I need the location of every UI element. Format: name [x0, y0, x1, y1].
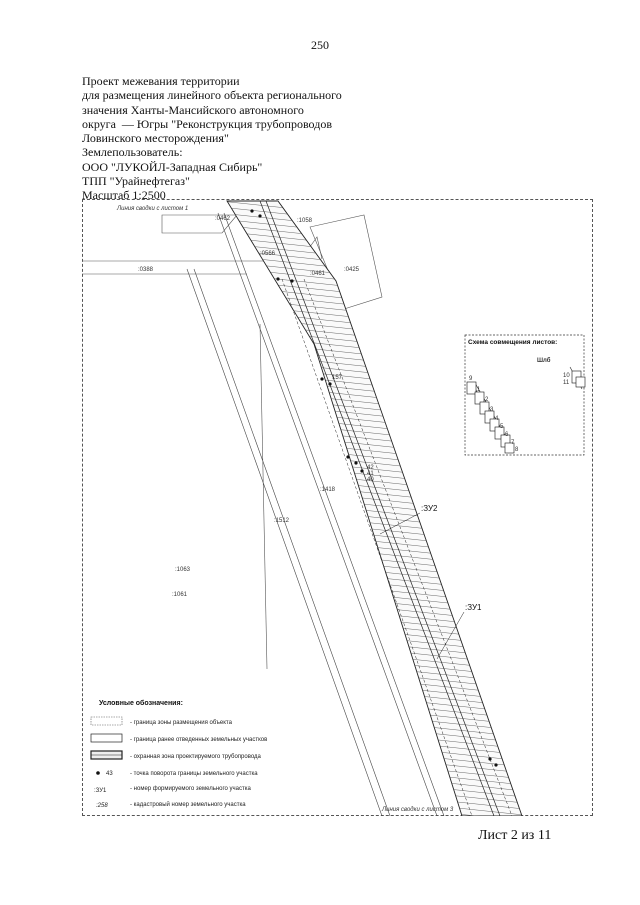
- zu-label: :ЗУ1: [465, 603, 482, 612]
- svg-text:- граница зоны размещения объе: - граница зоны размещения объекта: [130, 720, 233, 726]
- inset-sheet-number: 4: [495, 416, 499, 422]
- inset-sheet-number: 8: [515, 447, 519, 453]
- svg-text:- граница ранее отведенных зем: - граница ранее отведенных земельных уча…: [130, 737, 267, 743]
- point-label: 42: [367, 465, 374, 471]
- legend-item: - охранная зона проектируемого трубопров…: [90, 750, 262, 760]
- parcel-label: :1418: [320, 487, 336, 493]
- inset-sheet-number: 3: [490, 407, 494, 413]
- inset-sheet-number: 5: [500, 424, 504, 430]
- parcel-label: :0566: [260, 251, 276, 257]
- header-line: ООО "ЛУКОЙЛ-Западная Сибирь": [82, 159, 263, 174]
- svg-text:- номер формируемого земельног: - номер формируемого земельного участка: [130, 786, 252, 792]
- map-frame: [82, 199, 593, 816]
- parcel-label: :0462: [215, 216, 231, 222]
- parcel-outlines: [82, 200, 383, 670]
- road-lines: [186, 212, 445, 816]
- survey-map: Линия сводки с листом 1 Линия сводки с л…: [82, 200, 586, 816]
- pipeline-protection-zone: [226, 200, 523, 816]
- parcel-label: :1063: [175, 567, 191, 573]
- point-label: 40: [367, 477, 374, 483]
- svg-text:- охранная зона проектируемого: - охранная зона проектируемого трубопров…: [130, 754, 262, 760]
- legend-item: 43 - точка поворота границы земельного у…: [96, 771, 258, 777]
- legend-item: :ЗУ1 - номер формируемого земельного уча…: [94, 786, 252, 794]
- svg-text:43: 43: [106, 771, 113, 777]
- inset-sheet-number: 11: [563, 380, 570, 386]
- zu-label: :ЗУ2: [421, 504, 438, 513]
- point-marker-icon: [96, 771, 100, 775]
- legend-item: - граница зоны размещения объекта: [90, 716, 233, 726]
- header-line: Ловинского месторождения": [82, 131, 229, 146]
- inset-sheet-number: 9: [469, 376, 473, 382]
- top-link-label: Линия сводки с листом 1: [116, 206, 188, 212]
- parcel-label: :0388: [138, 267, 154, 273]
- header-line: ТПП "Урайнефтегаз": [82, 174, 190, 189]
- svg-text::258: :258: [96, 803, 108, 809]
- svg-text:- точка поворота границы земел: - точка поворота границы земельного учас…: [130, 771, 258, 777]
- point-label: 41: [367, 471, 374, 477]
- turning-points: [250, 209, 498, 767]
- parcel-label: :1058: [297, 218, 313, 224]
- point-label: 157: [332, 375, 343, 381]
- header-line: для размещения линейного объекта региона…: [82, 88, 342, 103]
- header-line: Проект межевания территории: [82, 74, 240, 88]
- header-line: значения Ханты-Мансийского автономного: [82, 102, 304, 117]
- svg-text::ЗУ1: :ЗУ1: [94, 788, 107, 794]
- inset-sheet-number: 10: [563, 373, 570, 379]
- svg-text:- кадастровый номер земельного: - кадастровый номер земельного участка: [130, 801, 246, 808]
- sheet-number-label: Лист 2 из 11: [478, 828, 552, 843]
- bottom-link-label: Линия сводки с листом 3: [381, 807, 454, 813]
- sheet-scheme-inset: Схема совмещения листов: Шлб 1 2 3 4 5 6: [464, 334, 586, 456]
- parcel-label: :0461: [310, 271, 326, 277]
- parcel-label: :1512: [274, 518, 290, 524]
- parcel-label: :1061: [172, 592, 188, 598]
- page-number: 250: [311, 38, 329, 52]
- legend-item: :258 - кадастровый номер земельного учас…: [96, 801, 246, 809]
- inset-sheet-number: 2: [485, 397, 489, 403]
- document-header: Проект межевания территории для размещен…: [82, 74, 342, 203]
- inset-sheet-number: 7: [511, 440, 515, 446]
- inset-sheet-number: 6: [505, 432, 509, 438]
- parcel-label: :0425: [344, 267, 360, 273]
- inset-title: Схема совмещения листов:: [468, 339, 557, 346]
- header-line: Масштаб 1:2500: [82, 188, 166, 203]
- inset-scheme-label: Шлб: [537, 357, 551, 364]
- header-line: округа — Югры "Реконструкция трубопровод…: [82, 116, 332, 131]
- header-line: Землепользователь:: [82, 145, 183, 160]
- legend-title: Условные обозначения:: [99, 699, 183, 707]
- inset-sheet-number: 1: [477, 387, 481, 393]
- legend-item: - граница ранее отведенных земельных уча…: [90, 733, 267, 743]
- legend: Условные обозначения: - граница зоны раз…: [90, 699, 267, 809]
